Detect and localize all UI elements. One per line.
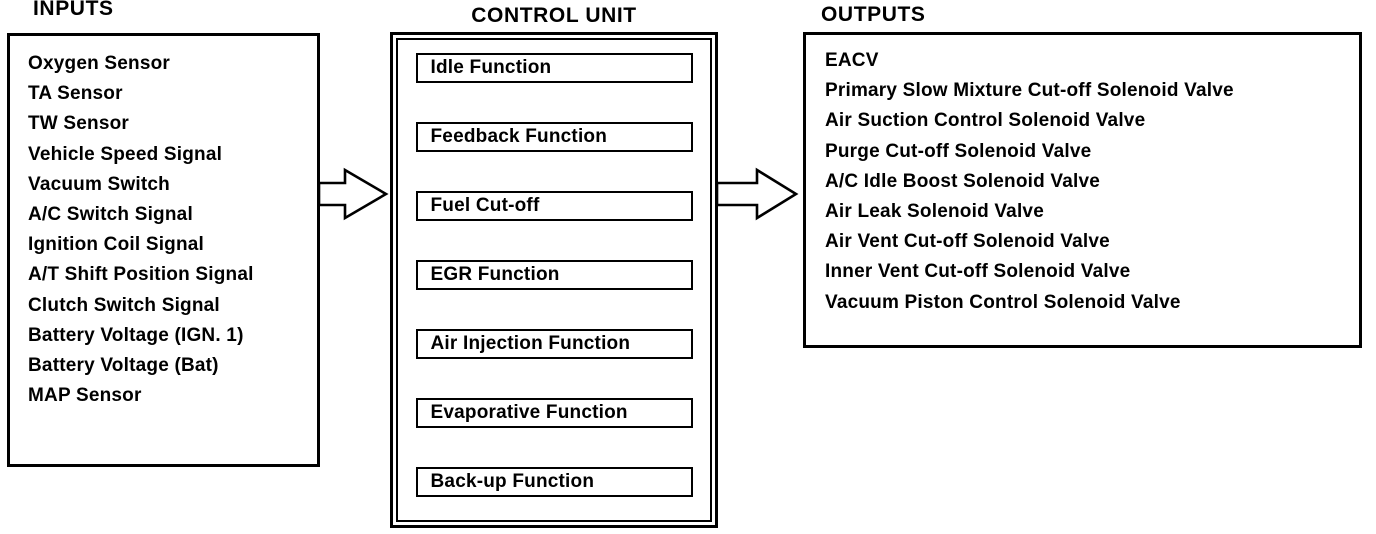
output-item: Inner Vent Cut-off Solenoid Valve bbox=[825, 261, 1131, 283]
function-label: Idle Function bbox=[430, 57, 552, 78]
function-box: Evaporative Function bbox=[415, 398, 693, 428]
input-item: Battery Voltage (Bat) bbox=[28, 355, 219, 377]
input-item: Vehicle Speed Signal bbox=[28, 143, 223, 165]
inputs-title: INPUTS bbox=[33, 0, 114, 20]
input-item: Oxygen Sensor bbox=[28, 53, 170, 74]
input-item: A/C Switch Signal bbox=[28, 204, 193, 226]
function-box: Fuel Cut-off bbox=[415, 191, 693, 221]
input-item: Clutch Switch Signal bbox=[28, 294, 220, 316]
output-item: Air Leak Solenoid Valve bbox=[825, 201, 1044, 223]
function-box: Air Injection Function bbox=[415, 329, 693, 359]
function-box: EGR Function bbox=[415, 260, 693, 290]
inputs-box: Oxygen Sensor TA Sensor TW Sensor Vehicl… bbox=[7, 33, 320, 467]
function-label: Fuel Cut-off bbox=[430, 195, 540, 216]
input-item: Vacuum Switch bbox=[28, 173, 170, 195]
inputs-list: Oxygen Sensor TA Sensor TW Sensor Vehicl… bbox=[10, 36, 317, 411]
outputs-title: OUTPUTS bbox=[821, 3, 926, 26]
outputs-list: EACV Primary Slow Mixture Cut-off Soleno… bbox=[806, 35, 1359, 318]
input-item: MAP Sensor bbox=[28, 385, 142, 407]
input-item: Ignition Coil Signal bbox=[28, 234, 205, 256]
control-unit-inner-border: Idle Function Feedback Function Fuel Cut… bbox=[396, 38, 712, 522]
control-unit-box: Idle Function Feedback Function Fuel Cut… bbox=[390, 32, 718, 528]
function-box: Back-up Function bbox=[415, 467, 693, 497]
control-unit-title: CONTROL UNIT bbox=[471, 4, 637, 27]
input-item: Battery Voltage (IGN. 1) bbox=[28, 324, 244, 346]
function-label: Evaporative Function bbox=[430, 402, 628, 423]
output-item: EACV bbox=[825, 50, 879, 71]
outputs-box: EACV Primary Slow Mixture Cut-off Soleno… bbox=[803, 32, 1362, 348]
function-box: Idle Function bbox=[415, 53, 693, 83]
function-box: Feedback Function bbox=[415, 122, 693, 152]
output-item: Air Vent Cut-off Solenoid Valve bbox=[825, 231, 1110, 253]
output-item: A/C Idle Boost Solenoid Valve bbox=[825, 170, 1101, 192]
flow-arrow-right-icon bbox=[715, 167, 799, 221]
output-item: Purge Cut-off Solenoid Valve bbox=[825, 140, 1092, 162]
function-label: Feedback Function bbox=[430, 126, 608, 147]
flow-arrow-right-icon bbox=[317, 167, 389, 221]
function-label: EGR Function bbox=[430, 264, 560, 285]
input-item: A/T Shift Position Signal bbox=[28, 264, 254, 286]
function-label: Back-up Function bbox=[430, 471, 595, 492]
input-item: TW Sensor bbox=[28, 113, 130, 135]
output-item: Air Suction Control Solenoid Valve bbox=[825, 110, 1146, 132]
output-item: Primary Slow Mixture Cut-off Solenoid Va… bbox=[825, 80, 1234, 102]
function-label: Air Injection Function bbox=[430, 333, 631, 354]
input-item: TA Sensor bbox=[28, 83, 123, 105]
output-item: Vacuum Piston Control Solenoid Valve bbox=[825, 291, 1181, 313]
control-unit-function-list: Idle Function Feedback Function Fuel Cut… bbox=[398, 40, 710, 497]
